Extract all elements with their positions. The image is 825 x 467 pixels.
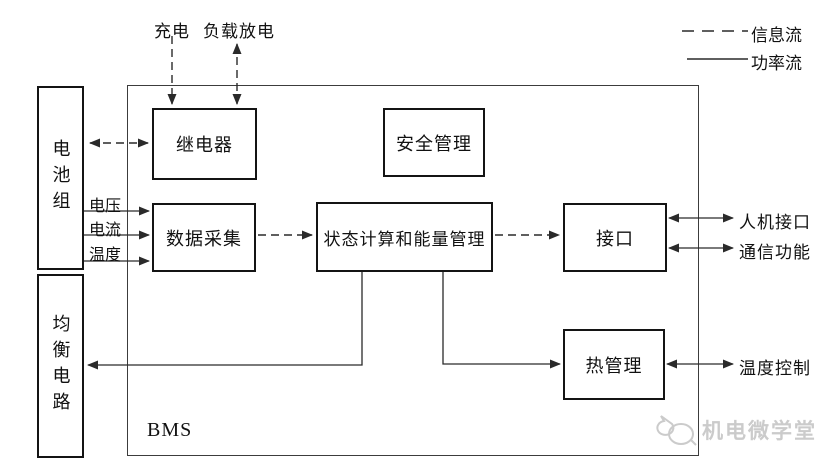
block-interface: 接口 [563, 203, 667, 272]
bms-frame-label: BMS [147, 419, 193, 441]
block-relay: 继电器 [152, 108, 257, 180]
block-balance-circuit-label: 均衡电路 [50, 313, 71, 419]
block-balance-circuit: 均衡电路 [37, 274, 84, 458]
watermark-logo-icon [656, 415, 697, 446]
legend-power-flow-label: 功率流 [751, 54, 802, 73]
block-safety-management-label: 安全管理 [396, 133, 472, 154]
hmi-label: 人机接口 [739, 213, 811, 232]
block-state-calc-energy-management: 状态计算和能量管理 [316, 202, 493, 272]
watermark: 机电微学堂 [653, 412, 817, 448]
legend-info-flow-label: 信息流 [751, 26, 802, 45]
block-relay-label: 继电器 [176, 135, 233, 155]
block-data-acquisition-label: 数据采集 [166, 228, 242, 249]
bms-frame [127, 85, 699, 456]
temperature-control-label: 温度控制 [739, 359, 811, 378]
block-safety-management: 安全管理 [383, 108, 485, 177]
charge-label: 充电 [154, 22, 190, 41]
temperature-label: 温度 [89, 247, 122, 264]
block-thermal-management: 热管理 [563, 329, 665, 400]
block-battery-pack-label: 电池组 [50, 138, 71, 218]
block-data-acquisition: 数据采集 [152, 203, 256, 272]
block-interface-label: 接口 [596, 228, 634, 249]
watermark-text: 机电微学堂 [702, 419, 817, 443]
block-battery-pack: 电池组 [37, 86, 84, 270]
voltage-label: 电压 [89, 198, 122, 215]
block-thermal-management-label: 热管理 [585, 355, 643, 376]
load-discharge-label: 负载放电 [203, 22, 275, 41]
current-label: 电流 [89, 222, 122, 239]
communication-label: 通信功能 [739, 243, 811, 262]
block-state-calc-label: 状态计算和能量管理 [323, 229, 486, 249]
